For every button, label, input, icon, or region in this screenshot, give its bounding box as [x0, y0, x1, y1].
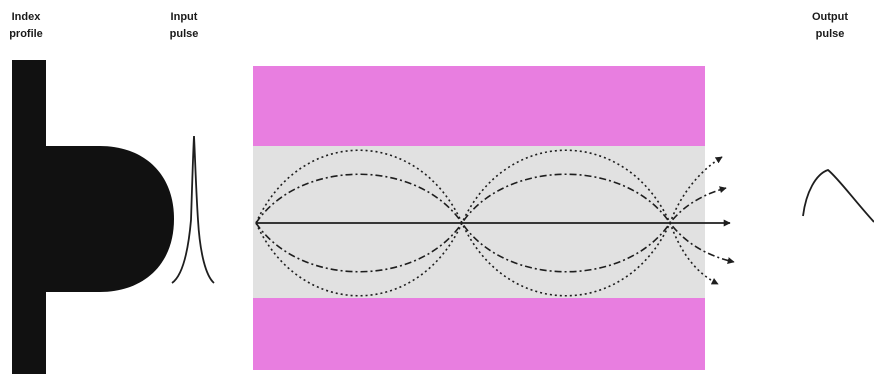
output-pulse-curve	[803, 170, 874, 222]
index-profile-graphic	[12, 60, 174, 374]
input-pulse-curve	[172, 136, 214, 283]
fiber	[253, 66, 705, 370]
profile-bar	[12, 60, 46, 374]
profile-bulge	[44, 146, 174, 292]
cladding-bottom	[253, 298, 705, 370]
core	[253, 146, 705, 298]
cladding-top	[253, 66, 705, 146]
